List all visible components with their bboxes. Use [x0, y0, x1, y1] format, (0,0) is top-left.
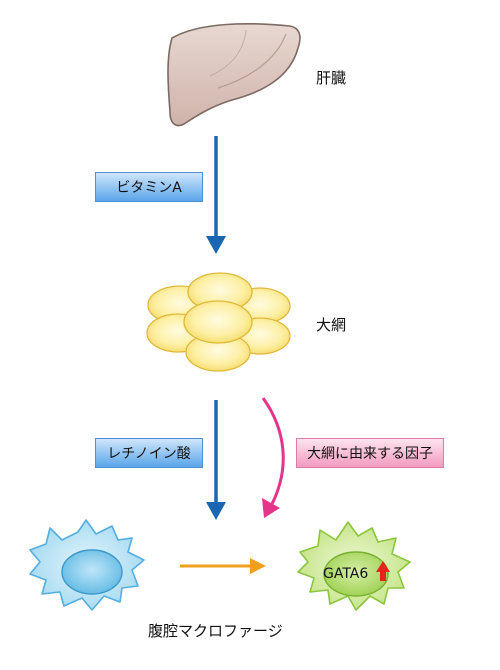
liver-label: 肝臓 [316, 69, 347, 87]
omentum-factor-label: 大網に由来する因子 [307, 446, 433, 462]
macrophage-resting-icon [29, 519, 145, 611]
retinoic-acid-box: レチノイン酸 [95, 438, 203, 468]
omentum-factor-box: 大網に由来する因子 [296, 438, 444, 468]
retinoic-acid-label: レチノイン酸 [107, 446, 191, 462]
macrophage-label: 腹腔マクロファージ [148, 622, 283, 640]
omentum-cells-icon [146, 272, 291, 372]
retinoic-acid-arrow [206, 400, 226, 520]
gata6-label: GATA6 [323, 566, 369, 582]
vitamin-a-arrow [206, 136, 226, 254]
omentum-factor-arrow [261, 397, 285, 518]
liver-icon [167, 22, 301, 127]
vitamin-a-label: ビタミンA [116, 180, 182, 196]
gata6-up-arrow-icon [376, 561, 390, 581]
vitamin-a-box: ビタミンA [95, 172, 203, 202]
omentum-label: 大網 [316, 316, 347, 334]
differentiation-arrow [180, 558, 266, 574]
macrophage-activated-icon [297, 521, 411, 611]
